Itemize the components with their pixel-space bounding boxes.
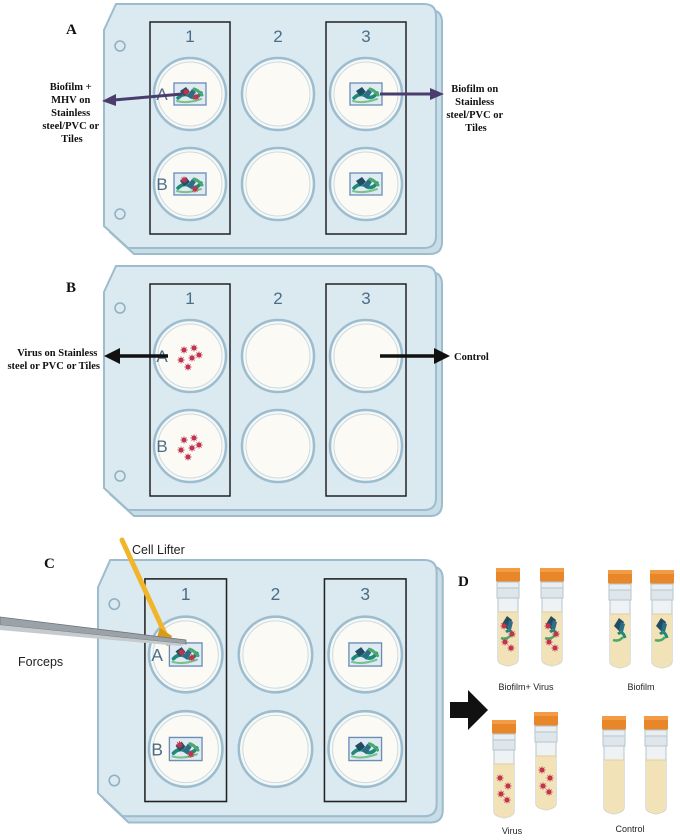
panel-b-right-note: Control (454, 352, 489, 363)
panel-c-col-1: 1 (181, 584, 191, 604)
panel-a-col-2: 2 (273, 27, 282, 46)
panel-a-left-note: Biofilm + MHV on Stainless steel/PVC or … (42, 82, 101, 145)
panel-a-left-arrow (102, 94, 116, 106)
panel-b-letter: B (66, 280, 76, 296)
forceps-label: Forceps (18, 655, 63, 669)
panel-b-left-note: Virus on Stainless steel or PVC or Tiles (7, 348, 100, 372)
panel-b-col-2: 2 (273, 289, 282, 308)
tube-label-virus: Virus (502, 826, 523, 836)
forceps-icon (0, 616, 187, 646)
panel-a-letter: A (66, 22, 77, 38)
tube-label-biofilm-virus: Biofilm+ Virus (498, 682, 554, 692)
cell-lifter-label: Cell Lifter (132, 543, 185, 557)
panel-c: C 1 2 3 A B Cell Lifter Forceps (0, 537, 488, 824)
panel-c-row-b: B (151, 739, 163, 759)
panel-a-row-b: B (156, 175, 167, 194)
tube-group-control: Control (601, 715, 669, 834)
panel-b-col-3: 3 (361, 289, 370, 308)
panel-b: B 1 2 3 A B Virus on Stainless steel or … (7, 265, 489, 517)
tube-label-control: Control (615, 824, 644, 834)
panel-c-letter: C (44, 556, 55, 572)
panel-b-right-arrow (434, 348, 450, 364)
panel-c-to-d-arrow (450, 690, 488, 730)
panel-d: D Biofilm+ Virus Biofilm Virus Control (458, 567, 675, 836)
tube-label-biofilm: Biofilm (627, 682, 654, 692)
panel-c-col-3: 3 (360, 584, 370, 604)
panel-a-right-note: Biofilm on Stainless steel/PVC or Tiles (446, 84, 505, 134)
panel-a: A 1 2 3 A B Biofilm + MHV on Stainless s… (42, 3, 505, 255)
panel-c-row-a: A (151, 645, 163, 665)
panel-b-left-arrow (104, 348, 120, 364)
tube-group-virus: Virus (491, 711, 559, 836)
panel-b-col-1: 1 (185, 289, 194, 308)
panel-a-right-arrow (430, 88, 444, 100)
panel-b-row-b: B (156, 437, 167, 456)
tube-group-biofilm: Biofilm (607, 569, 675, 692)
tube-group-biofilm-virus: Biofilm+ Virus (495, 567, 565, 692)
panel-a-col-3: 3 (361, 27, 370, 46)
panel-d-letter: D (458, 574, 469, 590)
panel-a-col-1: 1 (185, 27, 194, 46)
panel-c-col-2: 2 (271, 584, 281, 604)
